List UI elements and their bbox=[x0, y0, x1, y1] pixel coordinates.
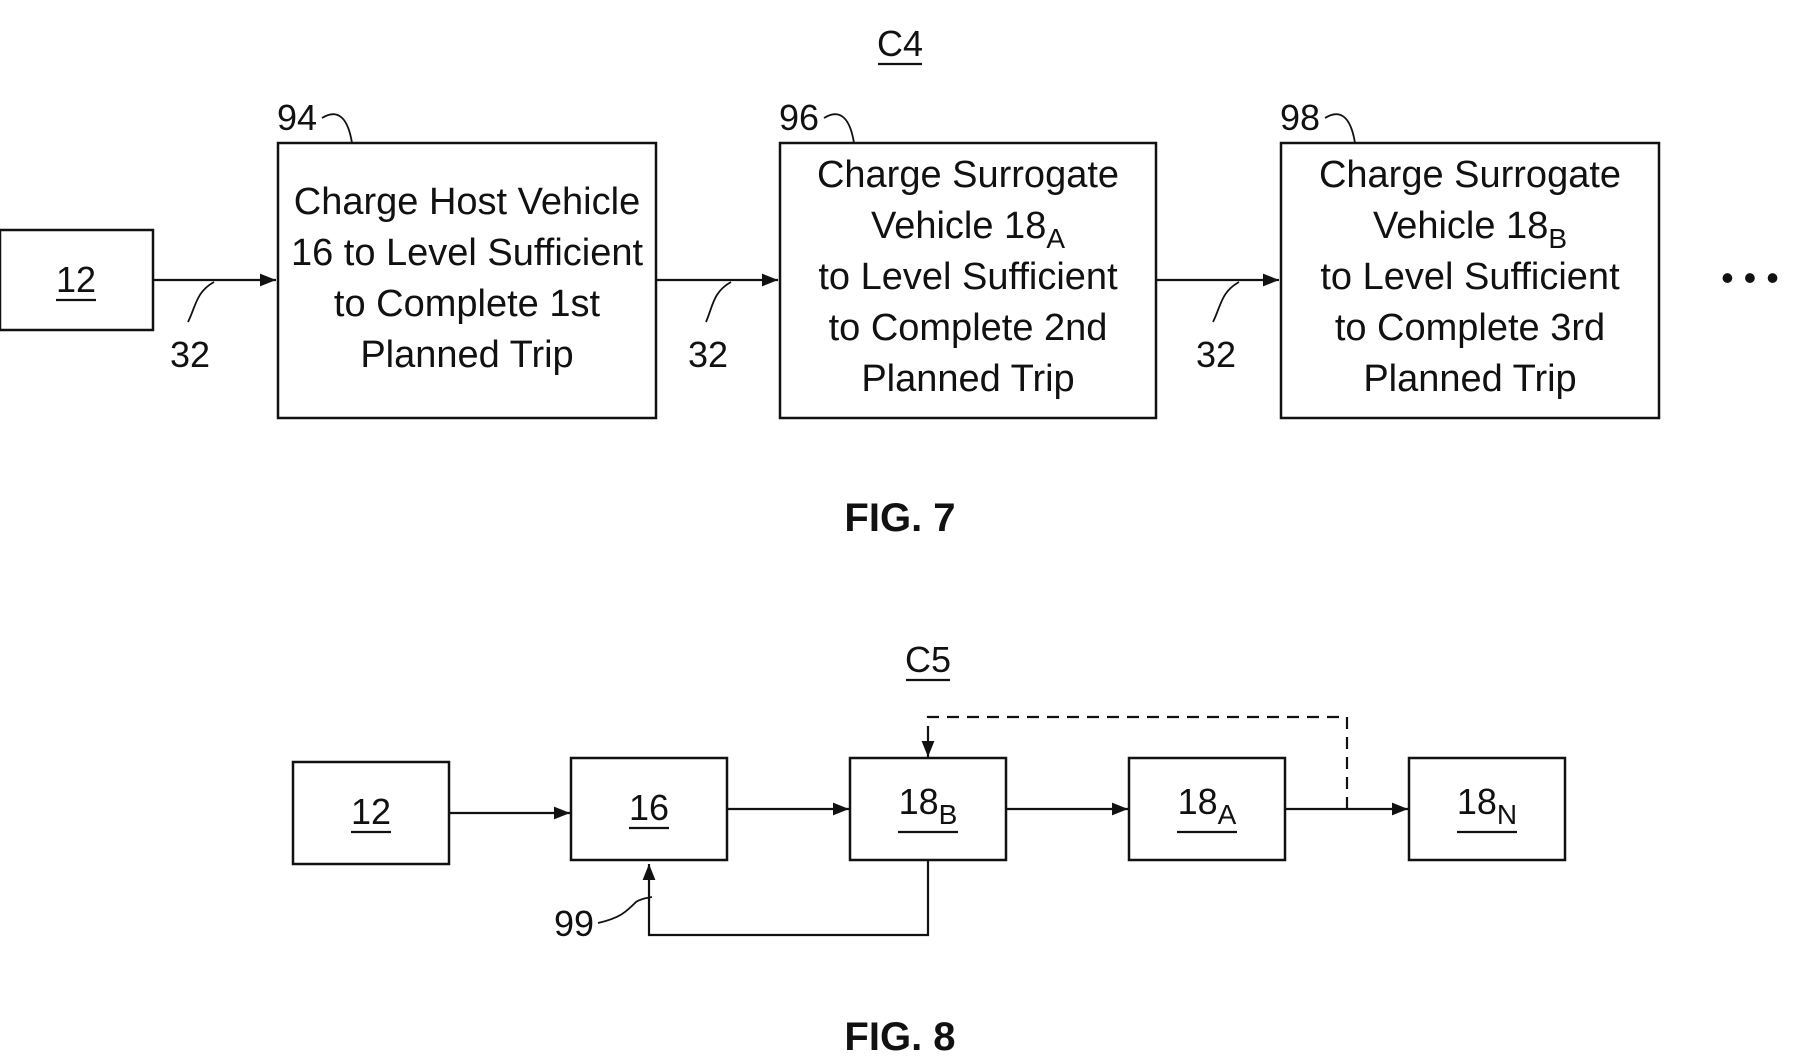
fig8-block-18n-main: 18 bbox=[1457, 781, 1497, 822]
fig7-block-94-line-3: to Complete 1st bbox=[334, 283, 601, 325]
fig7-block-98-line-2: Vehicle 18B bbox=[1373, 205, 1567, 254]
fig7-continuation: • • • bbox=[1721, 257, 1779, 298]
fig7-block-96-line-4: to Complete 2nd bbox=[829, 307, 1108, 349]
fig7-caption: FIG. 7 bbox=[844, 496, 955, 540]
fig8-ref-99: 99 bbox=[554, 903, 594, 944]
fig7-block-96-line-1: Charge Surrogate bbox=[817, 154, 1119, 196]
fig8-feedback-loop bbox=[642, 860, 930, 937]
fig7-block-98-line-2-main: Vehicle 18 bbox=[1373, 205, 1548, 247]
fig8-block-18a bbox=[1127, 756, 1287, 862]
fig7-block-98-line-4: to Complete 3rd bbox=[1335, 307, 1605, 349]
fig8-leader-99 bbox=[597, 896, 653, 924]
fig7-block-96-line-5: Planned Trip bbox=[861, 358, 1074, 400]
fig8-block-18b-sub: B bbox=[939, 799, 958, 830]
fig8: C5 12 16 18B 18A 18N 99 FIG. 8 bbox=[291, 639, 1567, 1059]
fig7-leader-32-a bbox=[187, 281, 215, 323]
fig7-leader-98 bbox=[1324, 113, 1356, 144]
fig8-chart-label: C5 bbox=[905, 639, 951, 680]
fig7-block-96-line-2-main: Vehicle 18 bbox=[871, 205, 1046, 247]
fig7-leader-32-b bbox=[705, 281, 732, 323]
fig8-block-18n bbox=[1407, 756, 1567, 862]
fig7-block-94-line-2: 16 to Level Sufficient bbox=[291, 232, 644, 274]
fig8-block-12 bbox=[291, 760, 451, 866]
fig8-block-18n-sub: N bbox=[1497, 799, 1517, 830]
fig8-block-12-label: 12 bbox=[351, 791, 391, 832]
fig7-ref-32-a: 32 bbox=[170, 334, 210, 375]
fig7-ref-94: 94 bbox=[277, 97, 317, 138]
fig7-block-98-line-3: to Level Sufficient bbox=[1320, 256, 1620, 298]
fig8-block-18n-label: 18N bbox=[1457, 781, 1517, 830]
fig7-block-94-line-1: Charge Host Vehicle bbox=[294, 181, 640, 223]
fig8-caption: FIG. 8 bbox=[844, 1015, 955, 1059]
fig7-block-96-line-2-sub: A bbox=[1046, 223, 1065, 254]
fig8-block-16-label: 16 bbox=[629, 787, 669, 828]
fig7-block-98 bbox=[1279, 141, 1661, 420]
fig7-ref-32-c: 32 bbox=[1196, 334, 1236, 375]
fig7-chart-label: C4 bbox=[877, 23, 923, 64]
fig8-block-18a-label: 18A bbox=[1178, 781, 1237, 830]
fig8-block-18b-main: 18 bbox=[899, 781, 939, 822]
fig7-block-94 bbox=[276, 141, 658, 420]
fig7-block-94-line-4: Planned Trip bbox=[360, 334, 573, 376]
fig7: C4 12 32 32 32 94 Charge Host Vehicle 16… bbox=[0, 23, 1779, 540]
fig8-block-16 bbox=[569, 756, 729, 862]
fig7-block-96-line-3: to Level Sufficient bbox=[818, 256, 1118, 298]
fig8-block-18a-main: 18 bbox=[1178, 781, 1218, 822]
fig7-input-block-label: 12 bbox=[56, 259, 96, 300]
fig7-ref-98: 98 bbox=[1280, 97, 1320, 138]
fig7-block-96 bbox=[778, 141, 1158, 420]
fig8-block-18a-sub: A bbox=[1218, 799, 1237, 830]
fig8-dashed-feedback bbox=[926, 715, 1349, 809]
fig7-ref-96: 96 bbox=[779, 97, 819, 138]
fig7-block-98-line-2-sub: B bbox=[1548, 223, 1567, 254]
fig7-leader-94 bbox=[321, 113, 353, 144]
fig7-input-block bbox=[0, 228, 155, 332]
fig7-block-98-line-1: Charge Surrogate bbox=[1319, 154, 1621, 196]
fig7-leader-32-c bbox=[1212, 281, 1240, 323]
fig7-block-98-line-5: Planned Trip bbox=[1363, 358, 1576, 400]
fig7-ref-32-b: 32 bbox=[688, 334, 728, 375]
fig7-leader-96 bbox=[823, 113, 855, 144]
fig7-block-96-line-2: Vehicle 18A bbox=[871, 205, 1065, 254]
fig8-block-18b-label: 18B bbox=[899, 781, 958, 830]
